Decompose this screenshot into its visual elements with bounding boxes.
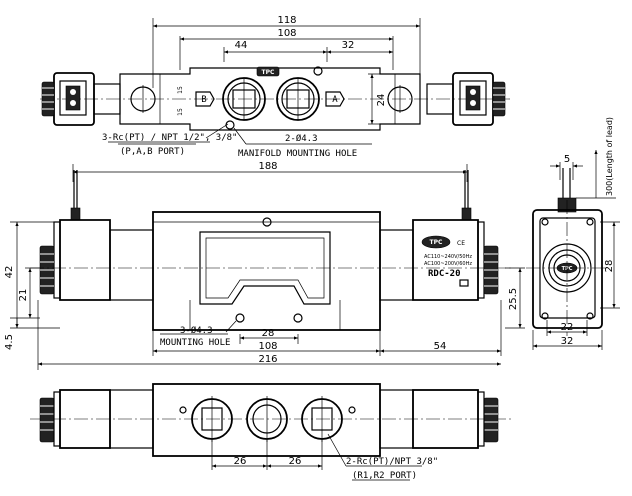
dim-25-5: 25.5 [508,288,519,310]
port-a-label: A [332,95,338,105]
plate-line-2: AC100~200V/60Hz [424,261,472,267]
note-exhaust-spec: 2-Rc(PT)/NPT 3/8" [346,457,438,467]
dim-32: 32 [342,40,355,51]
dim-5: 5 [564,154,570,165]
dim-24: 24 [376,94,387,107]
bottom-view: 26 26 2-Rc(PT)/NPT 3/8" (R1,R2 PORT) [30,383,512,481]
dim-32-side: 32 [561,336,574,347]
plate-logo [421,235,451,249]
dim-188: 188 [258,161,277,172]
top-right-coil [387,72,506,126]
dim-108: 108 [277,28,296,39]
dim-15-lower: 15 [177,108,184,116]
dim-lead-length: 300(Length of lead) [605,117,614,196]
top-left-coil [41,72,156,126]
bottom-body-outline [152,383,381,457]
side-body-outline [532,209,603,329]
note-exhaust-sub: (R1,R2 PORT) [352,471,417,481]
manifold-hole-upper [313,66,323,76]
port-b-label: B [201,95,206,105]
dim-26-left: 26 [234,456,247,467]
top-notes: 3-Rc(PT) / NPT 1/2", 3/8" (P,A,B PORT) 2… [102,123,372,159]
dim-108-front: 108 [258,341,277,352]
plate-brand-text: TPC [430,239,443,246]
body-hole-top [262,217,272,227]
front-right-coil: TPC CE AC110~240V/50Hz AC100~200V/60Hz R… [379,219,499,301]
mounting-hole-1 [235,313,245,323]
dim-118: 118 [277,15,296,26]
bottom-notes: 2-Rc(PT)/NPT 3/8" (R1,R2 PORT) [327,433,438,481]
front-dimensions: 188 42 21 4.5 25.5 28 108 [4,161,525,370]
note-port-sub: (P,A,B PORT) [120,147,185,157]
dim-26-right: 26 [289,456,302,467]
dim-216: 216 [258,354,277,365]
dim-28-side: 28 [604,260,615,273]
ce-mark: CE [457,240,465,247]
dim-21: 21 [18,289,29,302]
dim-44: 44 [235,40,248,51]
note-hole-spec: 2-Ø4.3 [285,133,318,144]
note-mount-spec: 3-Ø4.3 [180,325,213,336]
note-hole-sub: MANIFOLD MOUNTING HOLE [238,149,357,159]
top-brand-logo: TPC [262,69,275,76]
bottom-ports [179,396,356,442]
front-view: 188 42 21 4.5 25.5 28 108 [4,161,525,370]
top-view: 118 108 44 32 24 15 15 [40,15,510,159]
plate-line-1: AC110~240V/50Hz [424,254,472,260]
note-mount-sub: MOUNTING HOLE [160,338,230,348]
dim-42: 42 [4,266,15,279]
dim-15-upper: 15 [177,86,184,94]
front-notes: 3-Ø4.3 MOUNTING HOLE [160,320,237,348]
front-lead-wires [70,170,472,221]
front-left-coil [39,219,154,301]
bottom-dimensions: 26 26 [211,440,323,470]
side-view: 5 300(Length of lead) 28 22 32 TPC [526,117,620,350]
note-port-spec: 3-Rc(PT) / NPT 1/2", 3/8" [102,133,237,143]
dim-28: 28 [262,328,275,339]
top-ports: B A TPC [195,66,345,130]
side-dimensions: 5 300(Length of lead) 28 22 32 [532,117,620,350]
manifold-hole-lower [225,120,235,130]
plate-model: RDC-20 [428,269,461,279]
dim-4-5: 4.5 [4,334,15,350]
top-body-outline [119,67,421,131]
dim-54: 54 [434,341,447,352]
mounting-hole-2 [293,313,303,323]
